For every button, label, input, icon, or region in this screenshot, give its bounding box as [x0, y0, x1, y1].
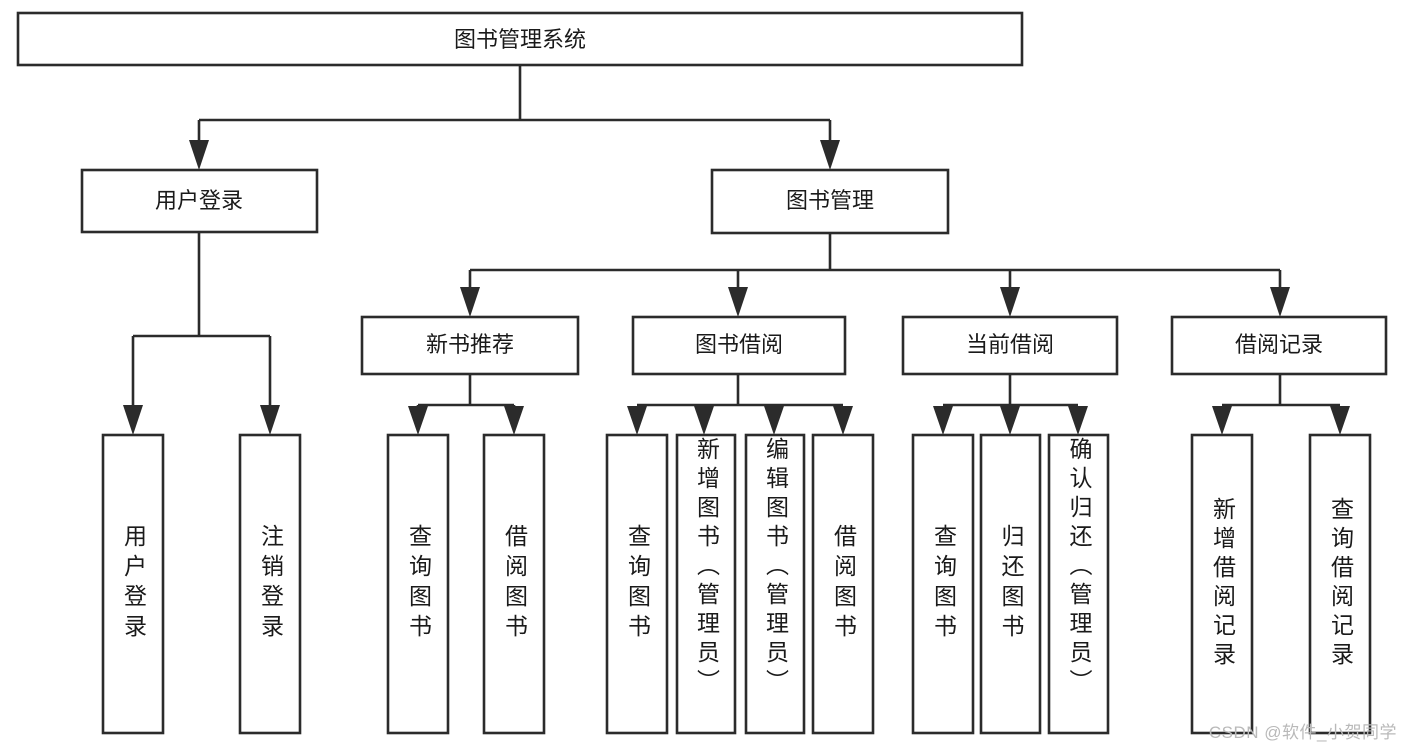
arrow-head-leaf-user-login [123, 405, 143, 435]
arrow-head-leaf-borrow-book-1 [504, 406, 524, 435]
node-root-box[interactable] [16, 11, 1024, 67]
arrow-head-leaf-add-record [1212, 406, 1232, 435]
arrow-head-leaf-query-book-1 [408, 406, 428, 435]
arrow-head-current-borrow [1000, 287, 1020, 317]
node-user-login-box[interactable] [80, 168, 319, 234]
leaf-box-query-book-2[interactable] [605, 433, 669, 735]
arrow-head-borrow-record [1270, 287, 1290, 317]
node-root-label: 图书管理系统 [454, 27, 586, 52]
arrow-head-leaf-confirm-return [1068, 406, 1088, 435]
node-new-book-recommend[interactable]: 新书推荐 [360, 315, 580, 376]
node-new-book-recommend-label: 新书推荐 [426, 332, 514, 357]
leaf-box-user-logout[interactable] [238, 433, 302, 735]
leaf-box-return-book[interactable] [979, 433, 1042, 735]
arrow-head-user-login [189, 140, 209, 170]
leaf-box-query-record[interactable] [1308, 433, 1372, 735]
node-user-login[interactable]: 用户登录 [80, 168, 319, 234]
leaf-box-add-book[interactable] [675, 433, 737, 735]
arrow-head-leaf-add-book [694, 406, 714, 435]
node-root[interactable]: 图书管理系统 [16, 11, 1024, 67]
node-borrow-record-label: 借阅记录 [1235, 332, 1323, 357]
arrow-head-leaf-borrow-book-2 [833, 406, 853, 435]
leaf-box-query-book-3[interactable] [911, 433, 975, 735]
leaf-box-layer [101, 433, 1372, 735]
connector-layer [123, 65, 1350, 435]
arrow-head-leaf-user-logout [260, 405, 280, 435]
arrow-head-leaf-query-book-3 [933, 406, 953, 435]
node-book-borrow[interactable]: 图书借阅 [631, 315, 847, 376]
node-book-borrow-box[interactable] [631, 315, 847, 376]
node-borrow-record[interactable]: 借阅记录 [1170, 315, 1388, 376]
leaf-box-add-record[interactable] [1190, 433, 1254, 735]
arrow-head-leaf-return-book [1000, 406, 1020, 435]
node-current-borrow[interactable]: 当前借阅 [901, 315, 1119, 376]
leaf-box-borrow-book-1[interactable] [482, 433, 546, 735]
node-borrow-record-box[interactable] [1170, 315, 1388, 376]
node-current-borrow-label: 当前借阅 [966, 332, 1054, 357]
arrow-head-new-book-recommend [460, 287, 480, 317]
arrow-head-leaf-query-record [1330, 406, 1350, 435]
arrow-head-book-management [820, 140, 840, 170]
arrow-head-leaf-query-book-2 [627, 406, 647, 435]
node-user-login-label: 用户登录 [155, 188, 243, 213]
node-book-management-box[interactable] [710, 168, 950, 235]
node-book-management-label: 图书管理 [786, 188, 874, 213]
leaf-box-borrow-book-2[interactable] [811, 433, 875, 735]
leaf-box-edit-book[interactable] [744, 433, 806, 735]
leaf-box-confirm-return[interactable] [1047, 433, 1110, 735]
node-new-book-recommend-box[interactable] [360, 315, 580, 376]
arrow-head-leaf-edit-book [764, 406, 784, 435]
leaf-box-query-book-1[interactable] [386, 433, 450, 735]
arrow-head-book-borrow [728, 287, 748, 317]
node-book-management[interactable]: 图书管理 [710, 168, 950, 235]
node-book-borrow-label: 图书借阅 [695, 332, 783, 357]
leaf-box-user-login[interactable] [101, 433, 165, 735]
node-current-borrow-box[interactable] [901, 315, 1119, 376]
